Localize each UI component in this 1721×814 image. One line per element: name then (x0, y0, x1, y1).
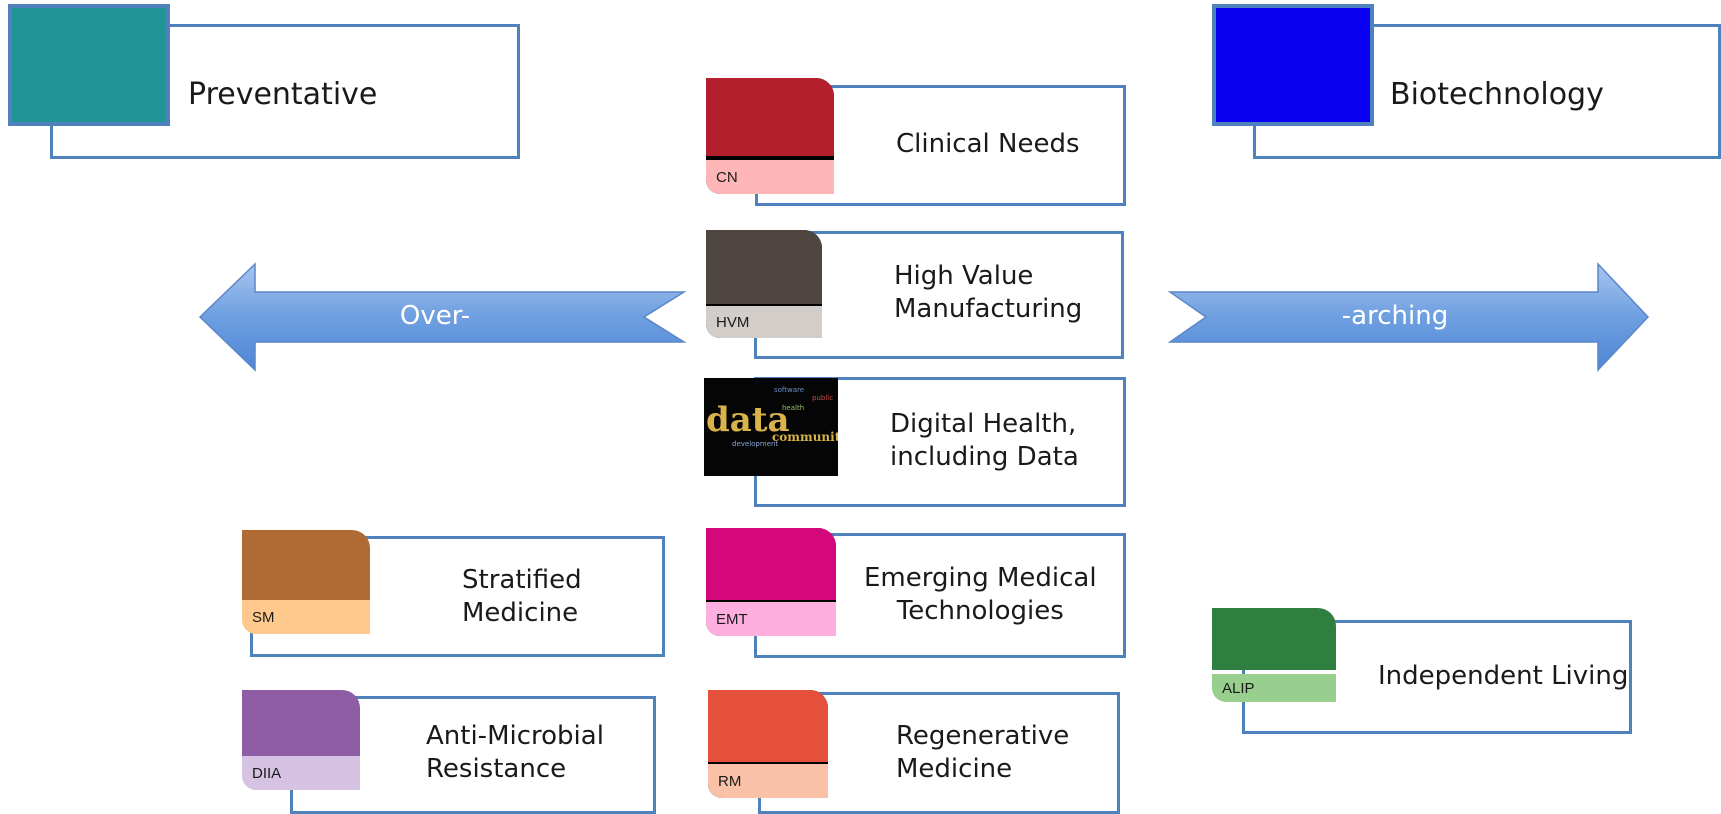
right-arrow (1168, 262, 1650, 372)
rm-label: Regenerative Medicine (896, 720, 1069, 786)
sm-abbr: SM (242, 600, 370, 634)
digital-health-label: Digital Health, including Data (890, 408, 1079, 474)
sm-label-line2: Medicine (462, 598, 579, 628)
digital-health-label-line2: including Data (890, 442, 1079, 472)
hvm-tile: HVM (706, 230, 822, 338)
clinical-needs-label: Clinical Needs (896, 129, 1080, 159)
rm-abbr: RM (708, 764, 828, 798)
data-word-cloud-image: data community development public health… (704, 378, 838, 476)
biotechnology-color-swatch (1212, 4, 1374, 126)
word-cloud-word-health: health (782, 404, 805, 412)
hvm-abbr: HVM (706, 306, 822, 338)
emt-label: Emerging Medical Technologies (864, 562, 1097, 628)
rm-label-line2: Medicine (896, 754, 1013, 784)
biotechnology-label: Biotechnology (1390, 76, 1604, 112)
rm-label-line1: Regenerative (896, 721, 1070, 751)
clinical-needs-abbr: CN (706, 160, 834, 194)
emt-label-line2: Technologies (896, 596, 1064, 626)
preventative-label: Preventative (188, 76, 378, 112)
word-cloud-word-public: public (812, 394, 834, 402)
amr-label-line1: Anti-Microbial (426, 721, 604, 751)
alip-label: Independent Living (1378, 661, 1629, 691)
arching-arrow-label: -arching (1341, 301, 1449, 331)
emt-tile: EMT (706, 528, 836, 636)
word-cloud-word-community: community (772, 430, 838, 444)
digital-health-label-line1: Digital Health, (890, 409, 1077, 439)
word-cloud-word-development: development (732, 440, 779, 448)
emt-abbr: EMT (706, 602, 836, 636)
left-arrow (198, 262, 686, 372)
amr-tile: DIIA (242, 690, 360, 790)
sm-label: Stratified Medicine (462, 564, 582, 630)
alip-abbr: ALIP (1212, 674, 1336, 702)
hvm-label-line2: Manufacturing (894, 294, 1083, 324)
amr-abbr: DIIA (242, 756, 360, 790)
over-arrow-label: Over- (399, 301, 471, 331)
word-cloud-word-data: data (706, 400, 790, 440)
hvm-label-line1: High Value (894, 261, 1034, 291)
rm-tile: RM (708, 690, 828, 798)
emt-label-line1: Emerging Medical (864, 563, 1097, 593)
amr-label: Anti-Microbial Resistance (426, 720, 604, 786)
sm-label-line1: Stratified (462, 565, 582, 595)
clinical-needs-tile: CN (706, 78, 834, 194)
amr-label-line2: Resistance (426, 754, 567, 784)
sm-tile: SM (242, 530, 370, 634)
preventative-color-swatch (8, 4, 170, 126)
hvm-label: High Value Manufacturing (894, 260, 1082, 326)
alip-tile: ALIP (1212, 608, 1336, 702)
word-cloud-word-software: software (774, 386, 805, 394)
